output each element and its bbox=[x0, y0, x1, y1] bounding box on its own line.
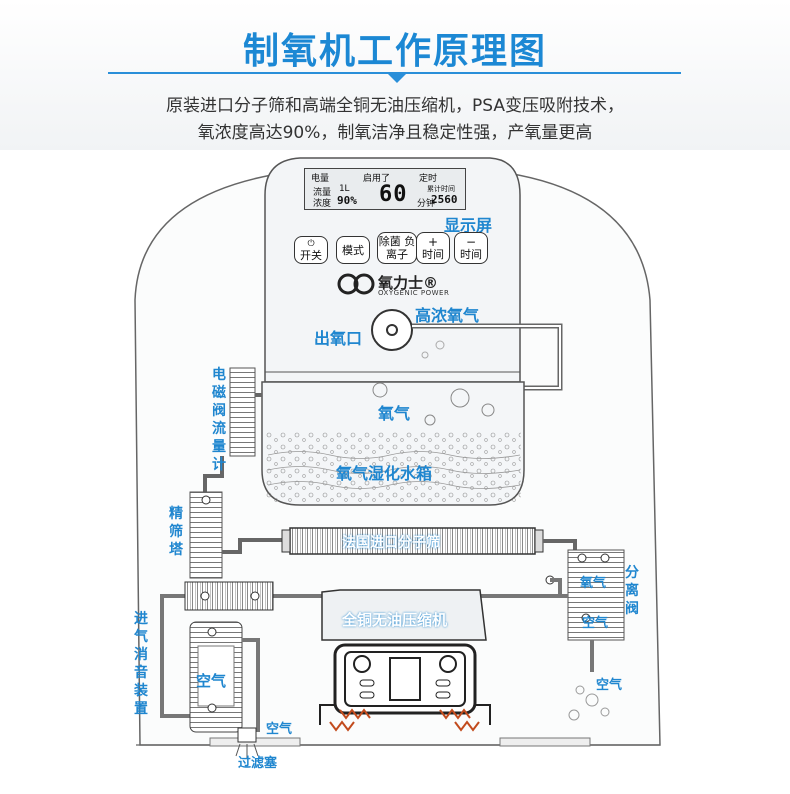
time-plus-label: 时间 bbox=[422, 248, 444, 261]
spring-left bbox=[339, 708, 371, 720]
brand-name: 氧力士® bbox=[378, 274, 439, 292]
plus-icon: + bbox=[427, 235, 439, 249]
lcd-unit-min: 分钟 bbox=[417, 199, 436, 209]
lcd-conc-value: 90% bbox=[337, 194, 357, 207]
time-plus-button[interactable]: + 时间 bbox=[416, 232, 450, 264]
mode-button-label: 模式 bbox=[342, 244, 364, 257]
filter-plug bbox=[237, 727, 257, 743]
base-foot-right bbox=[499, 737, 591, 747]
ion-button-label: 除菌 负离子 bbox=[378, 235, 416, 261]
filter-to-sieve-tube bbox=[222, 538, 290, 554]
lcd-tab-timer: 定时 bbox=[419, 174, 438, 184]
minus-icon: − bbox=[465, 235, 477, 249]
label-sieve: 法国进口分子筛 bbox=[342, 535, 440, 551]
label-fine-filter: 精筛塔 bbox=[169, 506, 183, 558]
lcd-conc-label: 浓度 bbox=[313, 199, 332, 209]
mode-button[interactable]: 模式 bbox=[336, 236, 370, 264]
intake-manifold bbox=[184, 581, 274, 611]
display-label: 显示屏 bbox=[444, 216, 493, 235]
lcd-flow-label: 流量 bbox=[313, 188, 332, 198]
label-filter-plug: 过滤塞 bbox=[238, 756, 278, 771]
label-separator: 分离阀 bbox=[625, 565, 639, 617]
title-underline-arrow bbox=[388, 74, 406, 83]
lcd-tab-battery: 电量 bbox=[311, 174, 330, 184]
label-separator-oxygen: 氧气 bbox=[580, 576, 607, 591]
lcd-display: 电量 启用了 定时 流量 1L 浓度 90% 60 分钟 累计时间 2560 bbox=[304, 168, 466, 210]
lcd-flow-value: 1L bbox=[339, 184, 350, 194]
label-compressor: 全铜无油压缩机 bbox=[342, 611, 448, 629]
lcd-total-label: 累计时间 bbox=[427, 185, 455, 193]
subtitle-line-2: 氧浓度高达90%，制氧洁净且稳定性强，产氧量更高 bbox=[197, 123, 593, 143]
compressor-head bbox=[321, 589, 487, 641]
lcd-total-value: 2560 bbox=[431, 193, 458, 206]
muffler-tube-left bbox=[160, 594, 190, 718]
brand-subtitle: OXYGENIC POWER bbox=[378, 289, 450, 297]
label-exhaust-air: 空气 bbox=[596, 678, 623, 693]
label-intake-air: 空气 bbox=[266, 722, 293, 737]
flowmeter-tube bbox=[203, 456, 224, 495]
lcd-big-value: 60 bbox=[379, 182, 408, 207]
label-high-oxygen: 高浓氧气 bbox=[415, 306, 480, 325]
label-muffler: 进气消音装置 bbox=[134, 611, 148, 717]
ion-button[interactable]: 除菌 负离子 bbox=[377, 232, 417, 264]
page-title: 制氧机工作原理图 bbox=[242, 31, 547, 72]
label-humidifier: 氧气湿化水箱 bbox=[336, 464, 433, 483]
fine-filter-tower bbox=[189, 491, 223, 579]
flowmeter bbox=[229, 367, 256, 457]
lcd-tab-enabled: 启用了 bbox=[363, 174, 391, 184]
label-flowmeter: 电磁阀流量计 bbox=[212, 367, 226, 473]
power-button-label: 开关 bbox=[300, 249, 322, 262]
label-outlet: 出氧口 bbox=[314, 329, 363, 348]
spring-right bbox=[439, 708, 471, 720]
label-muffler-air: 空气 bbox=[196, 672, 227, 690]
time-minus-button[interactable]: − 时间 bbox=[454, 232, 488, 264]
separator-valve bbox=[567, 549, 625, 641]
label-separator-air: 空气 bbox=[582, 616, 609, 631]
label-tank-oxygen: 氧气 bbox=[378, 404, 411, 423]
time-minus-label: 时间 bbox=[460, 248, 482, 261]
title-underline bbox=[108, 72, 681, 74]
subtitle-line-1: 原装进口分子筛和高端全铜无油压缩机，PSA变压吸附技术， bbox=[166, 96, 624, 116]
power-icon: ⏻ bbox=[307, 239, 315, 249]
power-button[interactable]: ⏻ 开关 bbox=[294, 236, 328, 264]
